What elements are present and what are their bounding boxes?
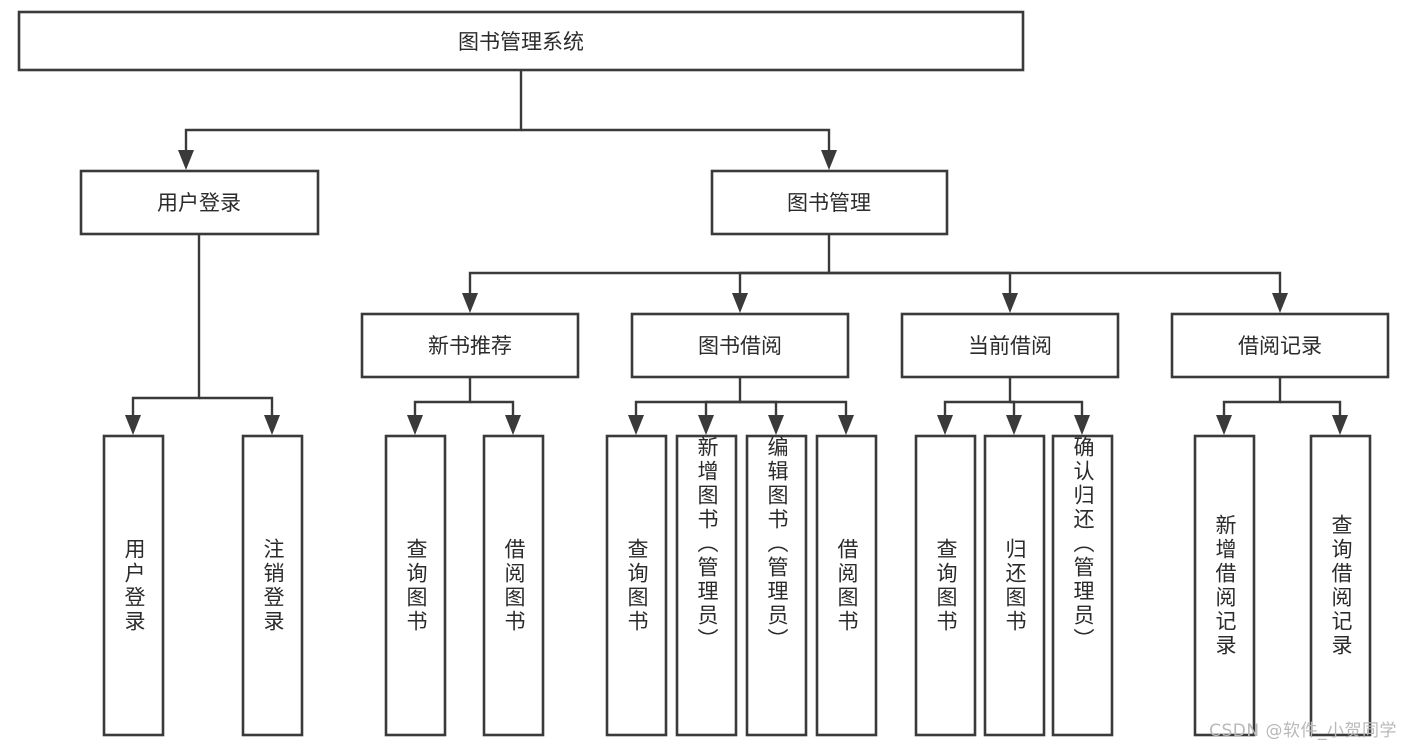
node-book-management-label: 图书管理 [787,191,871,215]
connector-root-to-level2 [178,70,837,170]
arrow-head-icon [628,415,644,435]
arrow-head-icon [1074,415,1090,435]
leaf-box[interactable] [384,434,447,737]
arrow-head-icon [732,293,748,313]
node-user-login-label: 用户登录 [157,191,241,215]
node-book-borrow-label: 图书借阅 [698,334,782,358]
arrow-head-icon [768,415,784,435]
node-current-borrow[interactable]: 当前借阅 [900,312,1120,379]
node-new-book-recommend[interactable]: 新书推荐 [360,312,580,379]
connector-book-borrow-to-leaves [628,377,854,435]
arrow-head-icon [462,293,478,313]
arrow-head-icon [1216,415,1232,435]
connector-borrow-record-to-leaves [1216,377,1348,435]
leaf-box[interactable] [241,434,304,737]
leaf-box[interactable] [1193,434,1256,737]
node-borrow-record[interactable]: 借阅记录 [1170,312,1390,379]
arrow-head-icon [937,415,953,435]
connector-current-borrow-to-leaves [937,377,1090,435]
node-root-label: 图书管理系统 [458,30,584,54]
arrow-head-icon [698,415,714,435]
arrow-head-icon [505,415,521,435]
arrow-head-icon [1006,415,1022,435]
arrow-head-icon [407,415,423,435]
leaf-box[interactable] [1051,434,1114,737]
connector-new-book-to-leaves [407,377,521,435]
arrow-head-icon [1332,415,1348,435]
arrow-head-icon [125,415,141,435]
leaf-box[interactable] [675,434,738,737]
node-user-login[interactable]: 用户登录 [79,169,320,236]
arrow-head-icon [264,415,280,435]
leaf-box[interactable] [914,434,977,737]
connector-user-login-to-leaves [125,234,280,435]
leaf-box[interactable] [102,434,165,737]
node-borrow-record-label: 借阅记录 [1238,334,1322,358]
arrow-head-icon [821,150,837,170]
node-book-management[interactable]: 图书管理 [710,169,949,236]
leaf-box[interactable] [1309,434,1372,737]
node-root[interactable]: 图书管理系统 [17,10,1025,72]
leaf-box[interactable] [745,434,808,737]
node-book-borrow[interactable]: 图书借阅 [630,312,850,379]
leaf-box[interactable] [482,434,545,737]
arrow-head-icon [1272,293,1288,313]
leaf-box[interactable] [983,434,1046,737]
connector-book-mgmt-to-level3 [462,234,1288,313]
arrow-head-icon [178,150,194,170]
node-new-book-recommend-label: 新书推荐 [428,334,512,358]
arrow-head-icon [1002,293,1018,313]
arrow-head-icon [838,415,854,435]
node-current-borrow-label: 当前借阅 [968,334,1052,358]
leaf-boxes [102,434,1372,737]
leaf-box[interactable] [815,434,878,737]
leaf-box[interactable] [605,434,668,737]
watermark: CSDN @软件_小贺同学 [1209,721,1397,741]
